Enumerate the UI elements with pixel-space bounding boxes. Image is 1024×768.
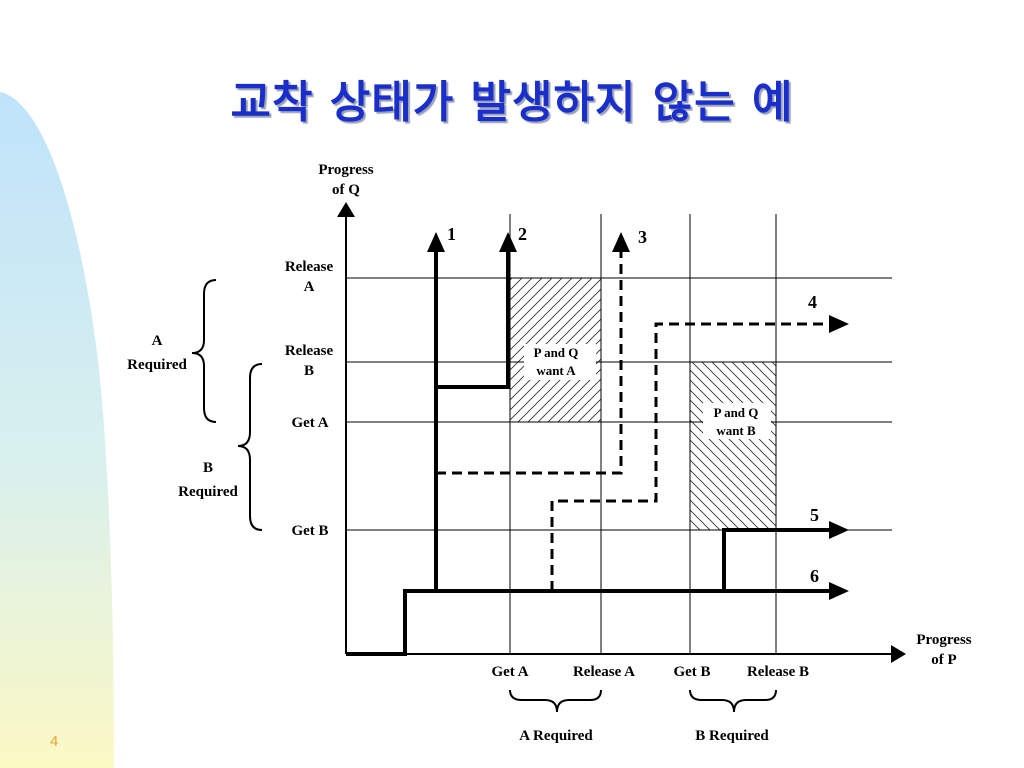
region-label-want-b-1: P and Q xyxy=(714,405,759,420)
path-3 xyxy=(436,252,623,475)
y-label-release-b-1: Release xyxy=(285,343,334,359)
brace-label-x-b-required: B Required xyxy=(695,728,769,744)
arrow-2 xyxy=(499,232,517,252)
y-axis-title-line2: of Q xyxy=(332,182,360,198)
brace-x-a-required xyxy=(509,689,602,713)
brace-label-x-a-required: A Required xyxy=(519,728,593,744)
brace-x-b-required xyxy=(689,689,777,713)
region-label-want-a-2: want A xyxy=(536,363,576,378)
region-label-want-a-1: P and Q xyxy=(534,345,579,360)
dashed-paths xyxy=(436,252,830,591)
y-label-get-a: Get A xyxy=(291,415,328,431)
slide-title: 교착 상태가 발생하지 않는 예 xyxy=(230,77,794,128)
brace-label-a-required-2: Required xyxy=(127,357,187,373)
x-label-release-b: Release B xyxy=(747,664,809,680)
x-axis-title-line2: of P xyxy=(931,652,956,668)
path-label-2: 2 xyxy=(518,224,527,244)
paths xyxy=(346,250,830,656)
page-number: 4 xyxy=(50,733,59,750)
x-label-release-a: Release A xyxy=(573,664,635,680)
axes xyxy=(345,214,893,655)
arrow-6 xyxy=(829,582,849,600)
y-label-release-a-2: A xyxy=(304,279,315,295)
y-label-release-a-1: Release xyxy=(285,259,334,275)
path-label-4: 4 xyxy=(808,292,817,312)
path-label-1: 1 xyxy=(447,224,456,244)
brace-label-b-required-2: Required xyxy=(178,484,238,500)
grid-lines xyxy=(346,214,892,654)
x-axis-title-line1: Progress xyxy=(916,632,971,648)
arrow-1 xyxy=(427,232,445,252)
arrow-5 xyxy=(829,521,849,539)
arrow-4 xyxy=(829,315,849,333)
path-2 xyxy=(436,250,510,389)
brace-label-a-required-1: A xyxy=(152,333,163,349)
y-label-get-b: Get B xyxy=(291,523,328,539)
region-label-want-b-2: want B xyxy=(716,423,756,438)
arrow-3 xyxy=(612,232,630,252)
brace-label-b-required-1: B xyxy=(203,460,213,476)
brace-y-a-required xyxy=(191,279,217,423)
y-axis-title-line1: Progress xyxy=(318,162,373,178)
y-axis-arrow xyxy=(337,202,355,217)
path-5 xyxy=(722,528,830,591)
region-want-b xyxy=(690,362,776,530)
path-label-5: 5 xyxy=(810,505,819,525)
x-label-get-a: Get A xyxy=(491,664,528,680)
y-label-release-b-2: B xyxy=(304,363,314,379)
path-label-3: 3 xyxy=(638,227,647,247)
x-label-get-b: Get B xyxy=(673,664,710,680)
path-label-6: 6 xyxy=(810,566,819,586)
brace-y-b-required xyxy=(237,363,263,531)
path-4 xyxy=(550,322,830,591)
sidebar-decoration xyxy=(0,92,114,768)
path-6 xyxy=(346,589,830,656)
x-axis-arrow xyxy=(891,645,906,663)
